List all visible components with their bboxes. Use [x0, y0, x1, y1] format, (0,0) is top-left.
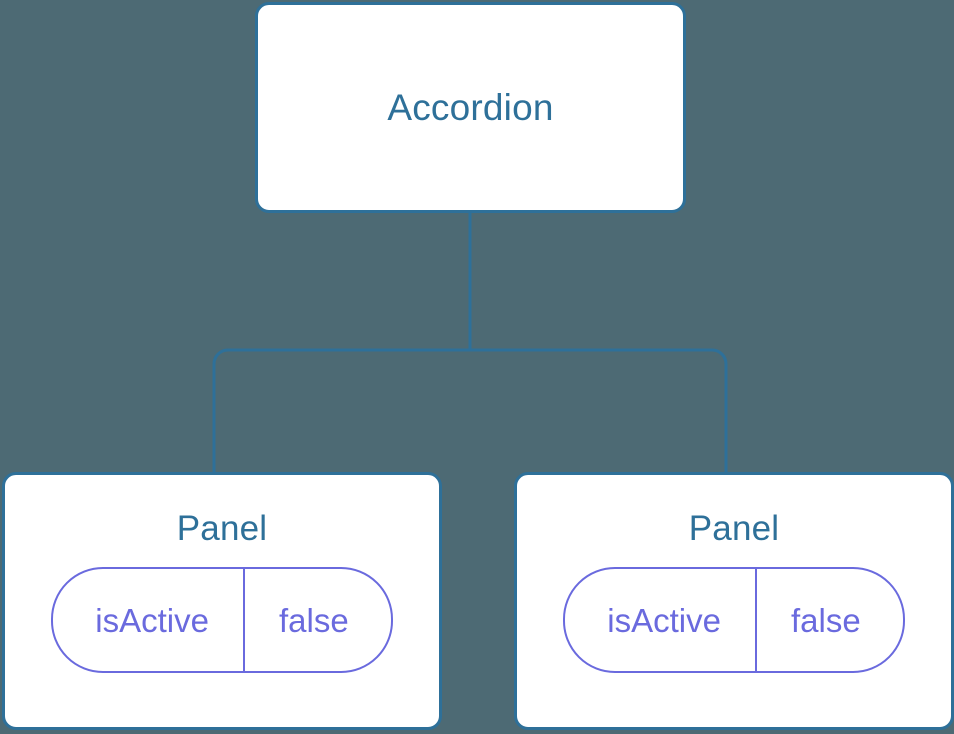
node-accordion[interactable]: Accordion: [255, 2, 686, 213]
prop-key-isactive: isActive: [95, 601, 209, 639]
prop-value-isactive: false: [754, 569, 903, 671]
node-panel-left[interactable]: Panel isActive false: [2, 472, 442, 730]
node-panel-left-title: Panel: [176, 509, 268, 548]
prop-key-isactive: isActive: [607, 601, 721, 639]
node-panel-right-title: Panel: [688, 509, 780, 548]
connector-branch-left: [212, 348, 470, 473]
connector-branch-right: [470, 348, 728, 473]
prop-pill-isactive-left[interactable]: isActive false: [51, 567, 393, 673]
node-panel-right[interactable]: Panel isActive false: [514, 472, 954, 730]
prop-value-isactive: false: [242, 569, 391, 671]
node-accordion-title: Accordion: [387, 87, 554, 128]
prop-pill-isactive-right[interactable]: isActive false: [563, 567, 905, 673]
